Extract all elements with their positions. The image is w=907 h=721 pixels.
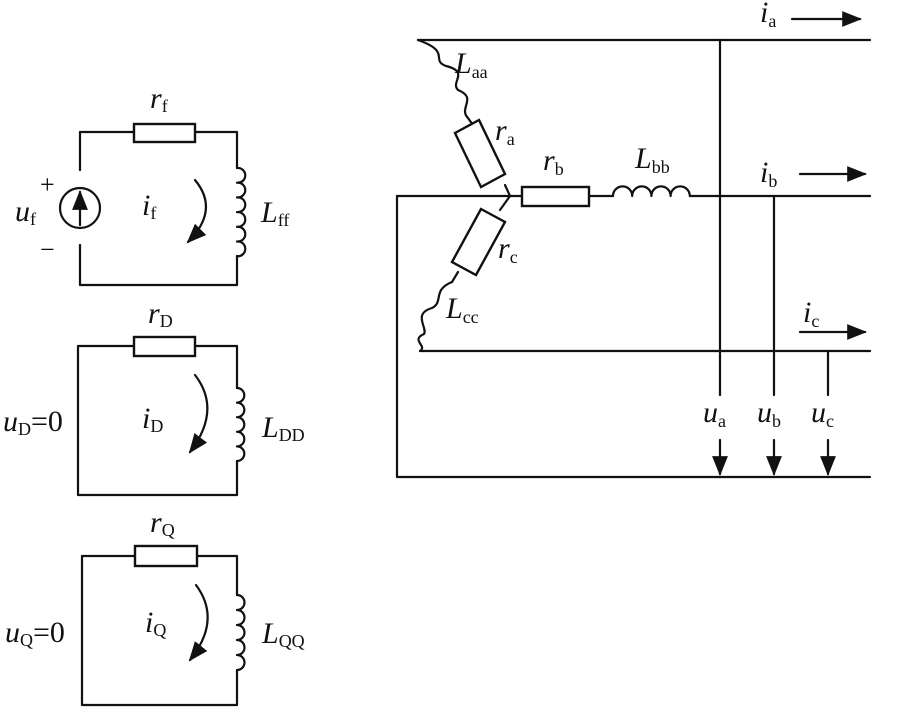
phase-b-inductor xyxy=(611,185,691,198)
q-resistor xyxy=(133,544,199,568)
q-r-label: rQ xyxy=(150,506,175,540)
field-L-label: Lff xyxy=(260,196,289,230)
d-current-arrow xyxy=(188,373,209,454)
label-r-b: rb xyxy=(543,144,564,179)
label-r-c: rc xyxy=(498,232,518,267)
label-r-a: ra xyxy=(495,114,515,149)
field-inductor xyxy=(235,166,247,258)
label-L-cc: Lcc xyxy=(445,292,479,327)
label-u-b: ub xyxy=(757,396,781,431)
q-u-label: uQ=0 xyxy=(5,616,65,650)
phase-c-branch-wire xyxy=(450,194,512,284)
d-r-label: rD xyxy=(148,297,173,331)
q-L-label: LQQ xyxy=(261,617,305,651)
d-u-label: uD=0 xyxy=(3,405,63,439)
d-loop-wire xyxy=(76,344,239,497)
phase-a-resistor xyxy=(453,118,507,189)
d-L-label: LDD xyxy=(261,411,305,445)
field-voltage-source xyxy=(58,186,102,230)
q-loop-wire xyxy=(80,554,239,707)
phase-a-inductor xyxy=(416,38,470,120)
q-current-arrow xyxy=(188,583,209,662)
d-inductor xyxy=(235,386,246,463)
field-minus-sign: − xyxy=(40,235,55,264)
field-plus-sign: + xyxy=(40,170,55,199)
stator-circuit: Laa ra rb Lbb rc Lcc ia ib ic ua ub uc xyxy=(395,0,872,477)
field-r-label: rf xyxy=(150,82,168,116)
q-i-label: iQ xyxy=(145,606,166,640)
d-axis-damper-circuit: rD iD LDD uD=0 xyxy=(3,297,305,497)
d-i-label: iD xyxy=(142,402,163,436)
label-L-aa: Laa xyxy=(454,47,488,82)
label-i-b: ib xyxy=(760,156,777,191)
q-inductor xyxy=(235,593,246,672)
field-resistor xyxy=(132,122,197,144)
field-i-label: if xyxy=(142,189,156,223)
d-resistor xyxy=(132,335,197,358)
phase-c-inductor xyxy=(417,280,454,353)
label-i-a: ia xyxy=(760,0,776,31)
field-loop-wire xyxy=(78,130,239,287)
field-u-label: uf xyxy=(15,195,36,229)
field-current-arrow xyxy=(186,178,208,244)
field-circuit: rf if Lff uf + − xyxy=(15,82,289,287)
label-i-c: ic xyxy=(803,296,819,331)
label-u-a: ua xyxy=(703,396,726,431)
label-u-c: uc xyxy=(811,396,834,431)
q-axis-damper-circuit: rQ iQ LQQ uQ=0 xyxy=(5,506,305,707)
phase-b-resistor xyxy=(520,185,591,208)
phase-c-resistor xyxy=(450,207,507,277)
label-L-bb: Lbb xyxy=(634,142,670,177)
